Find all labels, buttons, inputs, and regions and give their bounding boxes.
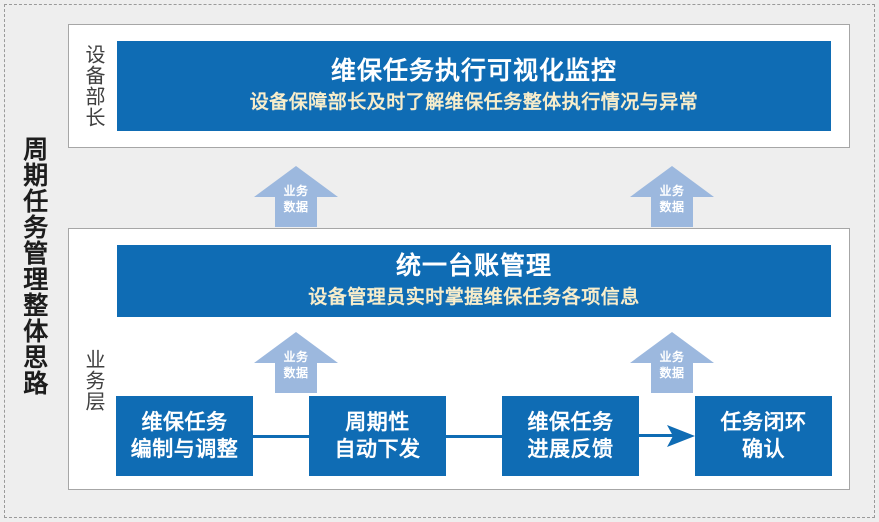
banner-visual-monitoring[interactable]: 维保任务执行可视化监控 设备保障部长及时了解维保任务整体执行情况与异常 — [117, 41, 831, 131]
process-box-task-closure-line1: 任务闭环 — [720, 410, 807, 434]
process-box-progress-feedback-line1: 维保任务 — [527, 410, 614, 434]
process-box-progress-feedback-line2: 进展反馈 — [527, 438, 614, 461]
up-arrow-icon — [630, 166, 714, 227]
process-box-progress-feedback[interactable]: 维保任务 进展反馈 — [502, 396, 639, 476]
process-box-task-planning[interactable]: 维保任务 编制与调整 — [116, 396, 253, 476]
up-arrow-business-data-2: 业务 数据 — [629, 165, 715, 228]
diagram-spine-title: 周期任务管理整体思路 — [19, 136, 48, 396]
right-arrow-icon — [639, 425, 695, 447]
connector-box2-box3 — [446, 435, 502, 438]
process-box-auto-dispatch[interactable]: 周期性 自动下发 — [309, 396, 446, 476]
up-arrow-icon — [630, 332, 714, 393]
process-box-task-closure[interactable]: 任务闭环 确认 — [695, 396, 832, 476]
process-box-task-planning-line2: 编制与调整 — [130, 438, 239, 461]
up-arrow-business-data-4: 业务 数据 — [629, 331, 715, 394]
process-box-task-planning-line1: 维保任务 — [141, 410, 228, 434]
connector-box1-box2 — [253, 435, 309, 438]
process-box-auto-dispatch-line2: 自动下发 — [334, 438, 421, 461]
role-label-equipment-director: 设备部长 — [82, 44, 104, 128]
up-arrow-business-data-3: 业务 数据 — [253, 331, 339, 394]
role-label-business-layer: 业务层 — [82, 348, 104, 412]
up-arrow-icon — [254, 332, 338, 393]
connector-box3-box4 — [639, 420, 695, 452]
process-box-task-closure-line2: 确认 — [742, 438, 785, 461]
banner-visual-monitoring-title: 维保任务执行可视化监控 — [330, 57, 617, 86]
up-arrow-business-data-1: 业务 数据 — [253, 165, 339, 228]
banner-unified-ledger-title: 统一台账管理 — [395, 252, 552, 281]
process-box-auto-dispatch-line1: 周期性 — [345, 410, 410, 434]
banner-unified-ledger-subtitle: 设备管理员实时掌握维保任务各项信息 — [308, 287, 640, 309]
banner-unified-ledger[interactable]: 统一台账管理 设备管理员实时掌握维保任务各项信息 — [117, 245, 831, 317]
banner-visual-monitoring-subtitle: 设备保障部长及时了解维保任务整体执行情况与异常 — [249, 92, 699, 114]
up-arrow-icon — [254, 166, 338, 227]
